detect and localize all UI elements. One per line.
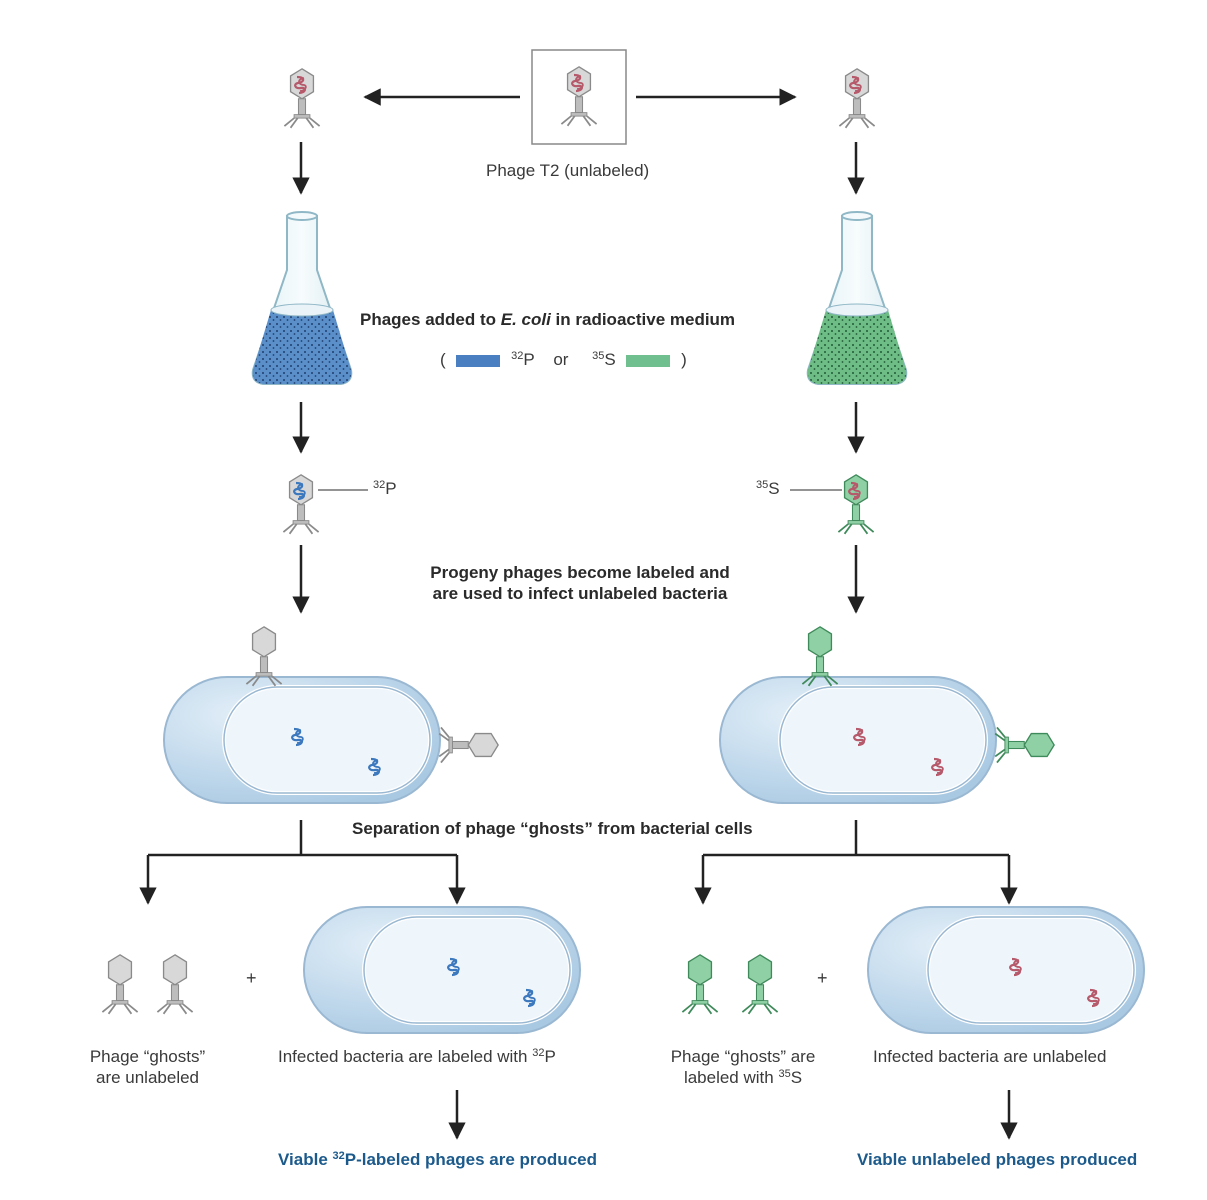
viable-left-label: Viable 32P-labeled phages are produced bbox=[278, 1149, 597, 1170]
added-post: in radioactive medium bbox=[550, 310, 736, 329]
legend-32p-sup: 32 bbox=[511, 350, 524, 362]
tag-32p-sup: 32 bbox=[373, 479, 386, 491]
legend-or: or bbox=[553, 350, 569, 369]
branch-left bbox=[139, 820, 466, 905]
ghosts-right-sym: S bbox=[790, 1068, 803, 1088]
plus-right: + bbox=[817, 968, 828, 988]
viable-left-pre: Viable bbox=[278, 1150, 333, 1169]
tag-32p-sym: P bbox=[385, 479, 397, 498]
infected-left-pre: Infected bacteria are labeled with bbox=[278, 1047, 533, 1066]
infected-left-label: Infected bacteria are labeled with 32P bbox=[278, 1046, 556, 1067]
legend-close-paren: ) bbox=[681, 350, 687, 369]
plus-left: + bbox=[246, 968, 257, 988]
tag-35s: 35S bbox=[756, 478, 780, 499]
tag-32p: 32P bbox=[373, 478, 397, 499]
legend-35s-sym: S bbox=[604, 350, 616, 369]
progeny-line-1: Progeny phages become labeled and bbox=[430, 563, 730, 582]
viable-left-post: P-labeled phages are produced bbox=[344, 1150, 597, 1169]
ghost-phage-icon bbox=[681, 953, 719, 1015]
legend-open-paren: ( bbox=[440, 350, 446, 369]
legend-32p-swatch bbox=[456, 354, 501, 367]
added-pre: Phages added to bbox=[360, 310, 501, 329]
flask-35s-icon bbox=[806, 211, 908, 385]
branch-right bbox=[694, 820, 1018, 905]
flask-32p-icon bbox=[251, 211, 353, 385]
infected-bacterium-left-icon bbox=[302, 905, 582, 1035]
tag-35s-sym: S bbox=[768, 479, 780, 498]
infected-left-sym: P bbox=[544, 1047, 556, 1066]
isotope-legend: ( 32P or 35S ) bbox=[440, 349, 687, 370]
viable-right-label: Viable unlabeled phages produced bbox=[857, 1150, 1138, 1169]
ghost-phage-icon bbox=[101, 953, 139, 1015]
phage-icon bbox=[994, 726, 1056, 764]
ghosts-right-pre: labeled with bbox=[683, 1068, 779, 1088]
phage-t2-label: Phage T2 (unlabeled) bbox=[486, 161, 650, 180]
infected-right-label: Infected bacteria are unlabeled bbox=[873, 1047, 1107, 1066]
ghosts-left-line-2: are unlabeled bbox=[95, 1068, 200, 1088]
ghosts-right-label: Phage “ghosts” are labeled with 35S bbox=[648, 1046, 838, 1089]
progeny-label: Progeny phages become labeled and are us… bbox=[380, 562, 780, 605]
ecoli-name: E. coli bbox=[500, 310, 551, 329]
progeny-line-2: are used to infect unlabeled bacteria bbox=[432, 584, 728, 604]
legend-32p-sym: P bbox=[523, 350, 535, 369]
ghost-phage-icon bbox=[741, 953, 779, 1015]
legend-35s-swatch bbox=[626, 354, 671, 367]
tag-35s-sup: 35 bbox=[756, 479, 769, 491]
infected-left-sup: 32 bbox=[532, 1047, 545, 1059]
added-medium-label: Phages added to E. coli in radioactive m… bbox=[360, 309, 735, 330]
ghost-phage-icon bbox=[156, 953, 194, 1015]
ghosts-left-line-1: Phage “ghosts” bbox=[89, 1047, 206, 1066]
ghosts-right-sup: 35 bbox=[778, 1068, 791, 1081]
legend-35s-sup: 35 bbox=[592, 350, 605, 362]
phage-icon bbox=[438, 726, 500, 764]
separation-label: Separation of phage “ghosts” from bacter… bbox=[352, 819, 753, 838]
ghosts-right-line-1: Phage “ghosts” are bbox=[670, 1047, 816, 1066]
ghosts-right-line-2: labeled with 35S bbox=[648, 1067, 838, 1088]
ghosts-left-label: Phage “ghosts” are unlabeled bbox=[60, 1046, 235, 1089]
viable-left-sup: 32 bbox=[332, 1150, 345, 1162]
infected-bacterium-right-icon bbox=[866, 905, 1146, 1035]
